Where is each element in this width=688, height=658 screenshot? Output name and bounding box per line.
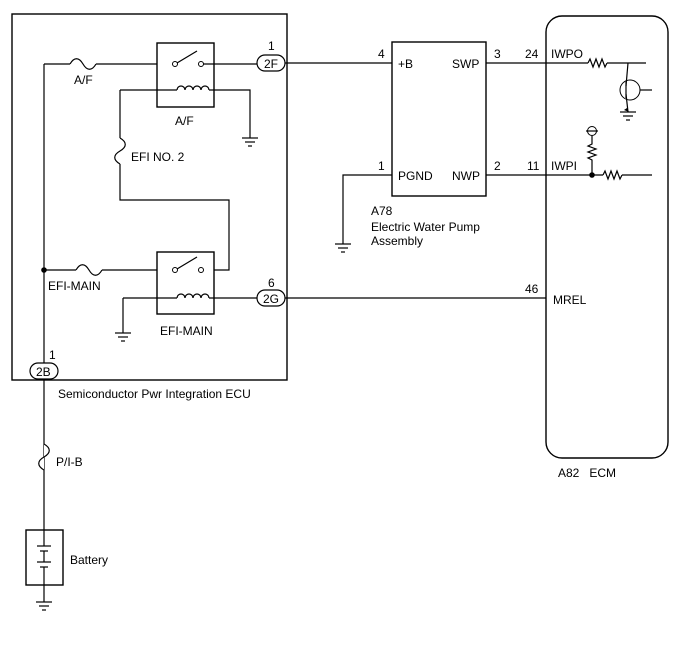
fuse-efi-no2-label: EFI NO. 2 (131, 150, 185, 164)
pump-pin-pgnd-name: PGND (398, 169, 433, 183)
relay-af-label: A/F (175, 114, 194, 128)
ecm-iwpo-resistor (587, 57, 608, 69)
pump-name-line1: Electric Water Pump (371, 220, 480, 234)
relay-efi-main-label: EFI-MAIN (160, 324, 213, 338)
connector-2f-label: 2F (264, 57, 278, 71)
fuse-pib-symbol (38, 443, 50, 471)
ecm-pin-mrel-name: MREL (553, 293, 587, 307)
wire-coil-af-ground (209, 89, 251, 138)
ecm-box (545, 15, 669, 459)
ecu-label: Semiconductor Pwr Integration ECU (58, 387, 251, 401)
ground-af-relay (242, 137, 258, 147)
relay-efi-main-box (156, 251, 215, 315)
connector-2b (29, 362, 59, 380)
ground-ecm-transistor (620, 111, 636, 121)
fuse-efi-main-label: EFI-MAIN (48, 279, 101, 293)
fuse-efi-no2-symbol (114, 137, 126, 165)
ecm-pin-iwpo-name: IWPO (551, 47, 583, 61)
ecm-pin-iwpi-num: 11 (527, 159, 540, 173)
pump-pin-pgnd-num: 1 (378, 159, 385, 173)
pump-id: A78 (371, 204, 393, 218)
battery-label: Battery (70, 553, 108, 567)
relay-af-coil (120, 85, 210, 91)
ecm-transistor (619, 62, 652, 113)
connector-2b-pin: 1 (49, 348, 56, 362)
ecm-pin-iwpi-name: IWPI (551, 159, 577, 173)
battery-symbol (37, 530, 51, 585)
ecm-pin-mrel-num: 46 (525, 282, 539, 296)
ecm-pin-iwpo-num: 24 (525, 47, 539, 61)
pump-box (391, 41, 487, 197)
pump-pin-plus-b-name: +B (398, 57, 413, 71)
wire-pgnd-ground (342, 174, 392, 244)
ground-pgnd (335, 243, 351, 253)
pump-pin-swp-num: 3 (494, 47, 501, 61)
relay-efi-main-coil (123, 293, 210, 299)
pump-pin-plus-b-num: 4 (378, 47, 385, 61)
fuse-af-symbol (69, 58, 97, 70)
relay-af-switch (172, 50, 204, 67)
relay-efi-main-switch (172, 256, 204, 273)
pump-pin-nwp-name: NWP (452, 169, 480, 183)
ground-efi-main-relay (115, 332, 131, 342)
pump-name-line2: Assembly (371, 234, 423, 248)
fuse-pib-label: P/I-B (56, 455, 83, 469)
fuse-af-label: A/F (74, 73, 93, 87)
ecu-box (11, 13, 288, 381)
ground-battery (36, 601, 52, 611)
wire-efi-no2-bottom (119, 164, 230, 271)
pump-pin-nwp-num: 2 (494, 159, 501, 173)
connector-2g-pin: 6 (268, 276, 275, 290)
fuse-efi-main-symbol (75, 264, 103, 276)
connector-2f-pin: 1 (268, 39, 275, 53)
relay-af-box (156, 42, 215, 108)
ecm-pullup-resistor (586, 136, 598, 175)
connector-2b-label: 2B (36, 365, 51, 379)
ecm-label: A82 ECM (558, 466, 616, 480)
connector-2g-label: 2G (263, 292, 279, 306)
pump-pin-swp-name: SWP (452, 57, 479, 71)
ecm-iwpi-resistor (602, 169, 623, 181)
